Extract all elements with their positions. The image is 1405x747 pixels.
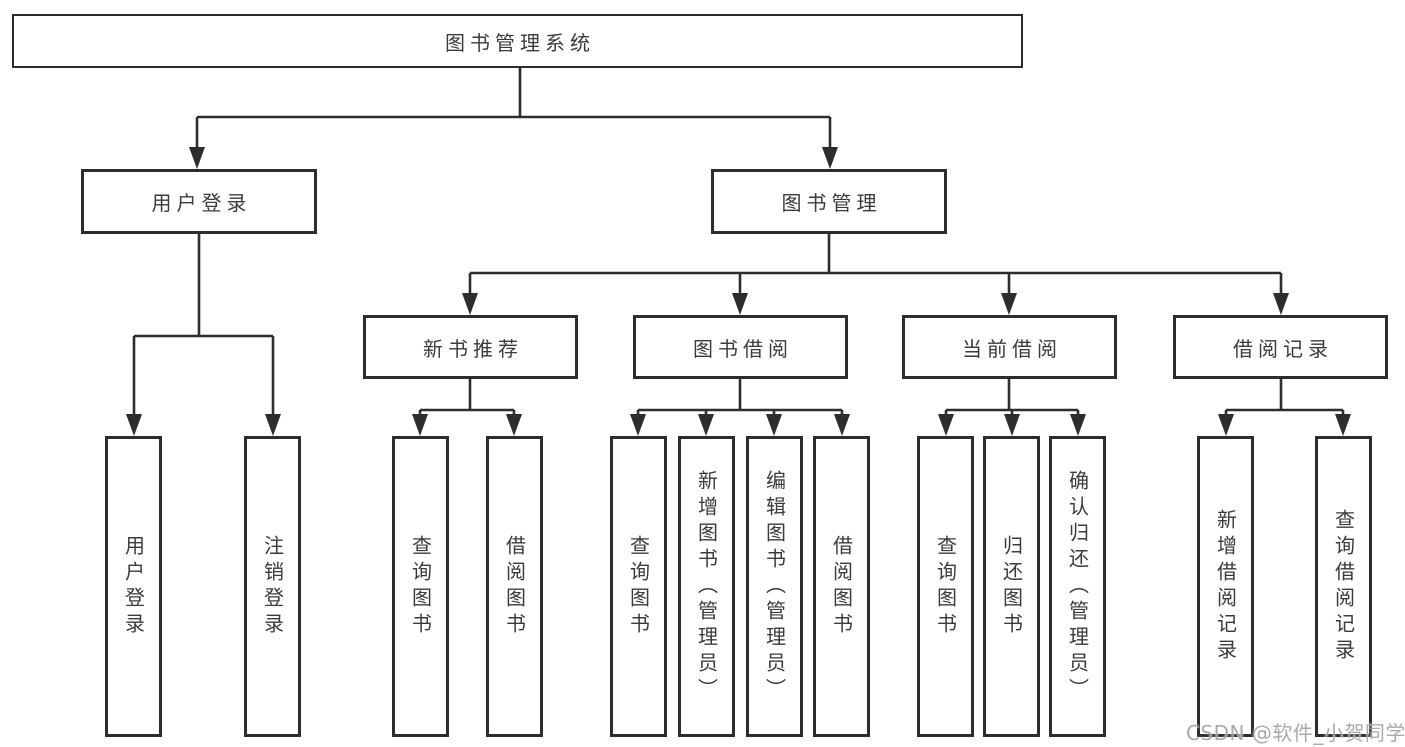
leaf-confirm-return-admin: 确认归还（管理员） — [1049, 436, 1106, 737]
leaf-label: 查询借阅记录 — [1331, 508, 1356, 665]
arrowhead-icons — [126, 147, 1351, 436]
leaf-label: 用户登录 — [121, 534, 146, 639]
leaf-logout: 注销登录 — [244, 436, 301, 737]
leaf-add-borrow-record: 新增借阅记录 — [1197, 436, 1254, 737]
node-current-borrow: 当前借阅 — [902, 315, 1117, 379]
node-root: 图书管理系统 — [12, 14, 1023, 68]
leaf-query-borrow-record: 查询借阅记录 — [1315, 436, 1372, 737]
leaf-borrow-book-2: 借阅图书 — [813, 436, 870, 737]
leaf-user-login: 用户登录 — [105, 436, 162, 737]
leaf-borrow-book-1: 借阅图书 — [486, 436, 543, 737]
node-borrow-records: 借阅记录 — [1173, 315, 1388, 379]
leaf-label: 借阅图书 — [829, 534, 854, 639]
leaf-label: 归还图书 — [999, 534, 1024, 639]
csdn-watermark: CSDN @软件_小贺同学 — [1186, 721, 1405, 745]
connector-paths — [132, 68, 1345, 418]
leaf-query-book-3: 查询图书 — [917, 436, 974, 737]
node-user-login: 用户登录 — [81, 169, 317, 234]
leaf-label: 新增借阅记录 — [1213, 508, 1238, 665]
leaf-edit-book-admin: 编辑图书（管理员） — [746, 436, 803, 737]
leaf-query-book-2: 查询图书 — [610, 436, 667, 737]
leaf-label: 查询图书 — [408, 534, 433, 639]
leaf-label: 确认归还（管理员） — [1065, 469, 1090, 704]
leaf-label: 查询图书 — [933, 534, 958, 639]
node-new-book-recommend: 新书推荐 — [363, 315, 578, 379]
leaf-label: 查询图书 — [626, 534, 651, 639]
node-book-management: 图书管理 — [711, 169, 947, 234]
node-book-borrow: 图书借阅 — [633, 315, 848, 379]
leaf-label: 新增图书（管理员） — [694, 469, 719, 704]
leaf-label: 借阅图书 — [502, 534, 527, 639]
leaf-label: 注销登录 — [260, 534, 285, 639]
leaf-add-book-admin: 新增图书（管理员） — [678, 436, 735, 737]
leaf-query-book-1: 查询图书 — [392, 436, 449, 737]
leaf-label: 编辑图书（管理员） — [762, 469, 787, 704]
leaf-return-book: 归还图书 — [983, 436, 1040, 737]
